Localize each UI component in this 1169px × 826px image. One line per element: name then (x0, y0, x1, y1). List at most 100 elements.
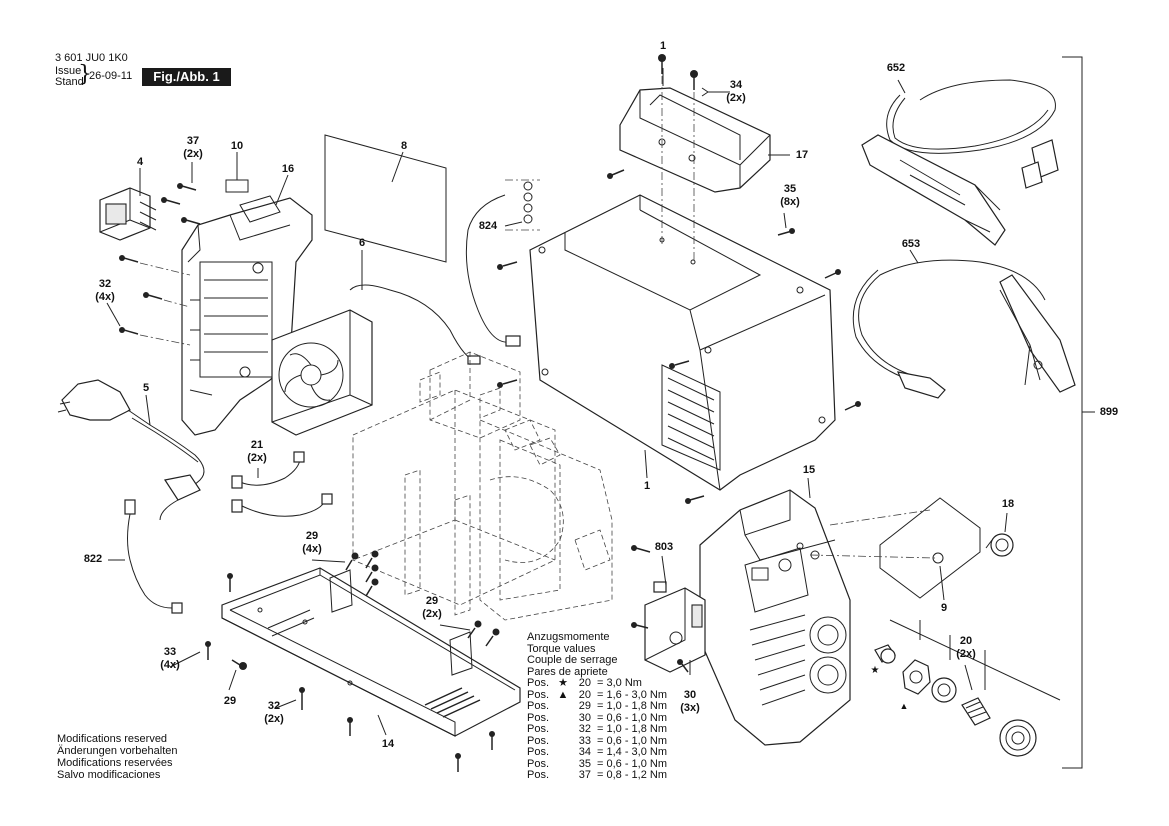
part-number: 3 601 JU0 1K0 (55, 52, 128, 64)
ground-cable-part-822 (124, 499, 183, 614)
torque-pos: Pos. (527, 746, 550, 758)
kit-bracket-899 (1062, 56, 1083, 769)
torque-pos: Pos. (527, 677, 550, 689)
callout-16: 16 (281, 163, 295, 175)
torque-pos: Pos. (527, 723, 550, 735)
label-sticker-part-10 (225, 179, 249, 193)
torque-value: = 1,0 - 1,8 Nm (597, 723, 668, 735)
callout-37: 37 (186, 135, 200, 147)
torque-row: Pos. 30 = 0,6 - 1,0 Nm (527, 711, 668, 725)
torque-mark (557, 759, 569, 771)
handle-part-17 (619, 87, 771, 193)
torque-row: Pos. 32 = 1,0 - 1,8 Nm (527, 723, 668, 736)
torque-num: 34 (578, 746, 591, 758)
torque-mark (557, 770, 569, 782)
modifications-fr: Modifications reservées (57, 757, 173, 769)
callout-803: 803 (654, 541, 674, 553)
issue-label: Issue (55, 65, 82, 77)
label-part-9 (879, 497, 981, 599)
torque-row: Pos.★20= 3,0 Nm (527, 677, 667, 690)
torque-num: 37 (578, 769, 591, 781)
modifications-de: Änderungen vorbehalten (57, 745, 178, 757)
modifications-es: Salvo modificaciones (57, 769, 161, 781)
callout-29-qty: (4x) (302, 543, 322, 555)
torque-row: Pos.34= 1,4 - 3,0 Nm (527, 746, 667, 759)
star-marker: ★ (870, 665, 880, 676)
callout-653: 653 (901, 238, 921, 250)
callout-15: 15 (802, 464, 816, 476)
callout-21: 21 (250, 439, 264, 451)
socket-parts-20 (874, 619, 1061, 757)
callout-32-qty: (4x) (95, 291, 115, 303)
callout-1-top: 1 (659, 40, 667, 52)
callout-20: 20 (959, 635, 973, 647)
torque-num: 32 (578, 723, 591, 735)
torque-mark (557, 713, 569, 725)
torque-value: = 1,6 - 3,0 Nm (597, 688, 668, 701)
torque-pos: Pos. (527, 734, 550, 747)
bottom-tray-part-14 (221, 567, 521, 737)
callout-14: 14 (381, 738, 395, 750)
screws-part-29 (231, 550, 500, 670)
torque-mark (557, 701, 569, 713)
callout-37-qty: (2x) (183, 148, 203, 160)
callout-20-qty: (2x) (956, 648, 976, 660)
callout-29b-qty: (2x) (422, 608, 442, 620)
torque-mark (557, 747, 569, 759)
torque-value: = 0,6 - 1,0 Nm (597, 734, 668, 747)
callout-35: 35 (783, 183, 797, 195)
figure-label: Fig./Abb. 1 (142, 68, 231, 86)
torque-mark (557, 736, 569, 748)
torque-pos: Pos. (527, 757, 550, 770)
torque-num: 29 (578, 700, 591, 712)
screws-part-37 (161, 183, 201, 225)
torque-row: Pos.35= 0,6 - 1,0 Nm (527, 757, 667, 771)
callout-5: 5 (142, 382, 150, 394)
torque-row: Pos.▲20= 1,6 - 3,0 Nm (527, 688, 668, 702)
callout-21-qty: (2x) (247, 452, 267, 464)
screws-part-34 (658, 54, 698, 262)
torque-num: 30 (578, 711, 591, 724)
brace-glyph: } (78, 62, 92, 87)
front-panel-part-15 (699, 489, 851, 746)
callout-33: 33 (163, 646, 177, 658)
screws-part-32b (299, 687, 305, 710)
torque-pos: Pos. (527, 769, 550, 781)
fan-part-6 (271, 284, 481, 436)
pcb-part-803 (644, 581, 706, 673)
callout-17: 17 (795, 149, 809, 161)
torque-title-fr: Couple de serrage (527, 654, 618, 666)
torque-row: Pos.33= 0,6 - 1,0 Nm (527, 734, 668, 748)
callout-30-qty: (3x) (680, 702, 700, 714)
pcb-assembly-dashed (352, 351, 613, 621)
torque-value: = 0,6 - 1,0 Nm (597, 711, 668, 724)
wires-part-21 (231, 451, 333, 517)
leader-lines (106, 68, 1008, 736)
ground-clamp-cable-part-653 (852, 259, 1076, 399)
callout-899: 899 (1099, 406, 1119, 418)
torque-pos: Pos. (527, 711, 550, 724)
callout-9: 9 (940, 602, 948, 614)
screws-part-35 (497, 169, 861, 504)
torque-pos: Pos. (527, 700, 550, 712)
torque-title-en: Torque values (527, 642, 596, 655)
torque-num: 20 (578, 677, 591, 689)
torque-num: 20 (578, 688, 591, 701)
modifications-en: Modifications reserved (57, 733, 168, 745)
callout-6: 6 (358, 237, 366, 249)
torque-title-de: Anzugsmomente (527, 631, 610, 643)
callout-822: 822 (83, 553, 103, 565)
knob-part-18 (985, 533, 1014, 557)
label-part-8 (324, 134, 447, 263)
power-cord-part-5 (57, 379, 205, 521)
triangle-marker: ▲ (899, 701, 909, 711)
callout-34-qty: (2x) (726, 92, 746, 104)
housing-left-part-16 (181, 195, 313, 436)
callout-32: 32 (98, 278, 112, 290)
callout-30: 30 (683, 689, 697, 701)
issue-date: 26-09-11 (89, 70, 133, 82)
torque-mark (557, 724, 569, 736)
